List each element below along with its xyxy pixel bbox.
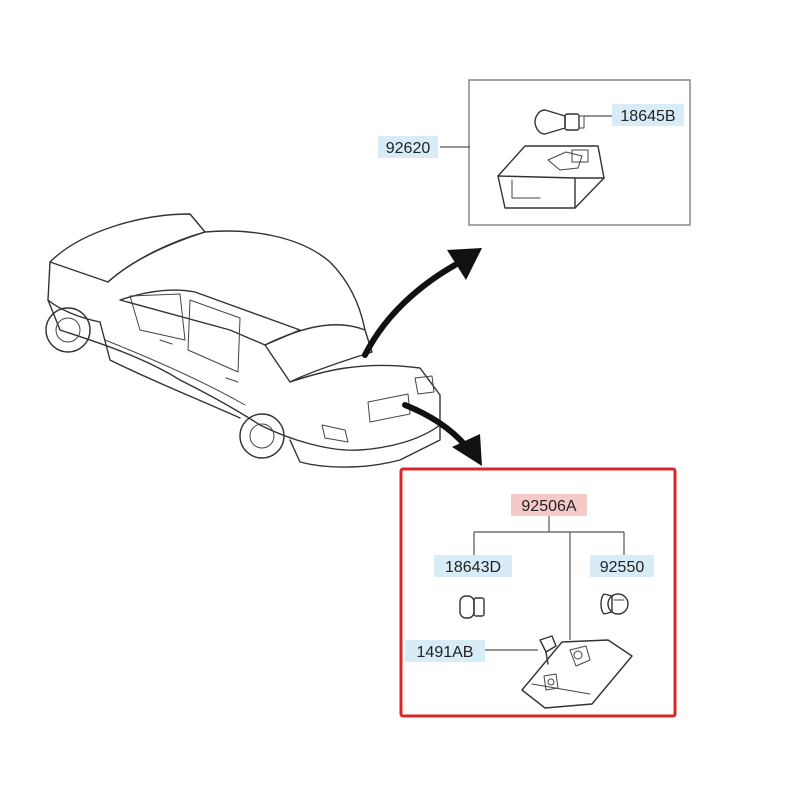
lower-lamp-housing bbox=[521, 639, 633, 709]
svg-text:92506A: 92506A bbox=[521, 498, 576, 515]
label-92550: 92550 bbox=[590, 555, 654, 577]
lower-arrow bbox=[402, 402, 482, 466]
label-1491AB: 1491AB bbox=[405, 640, 485, 662]
upper-arrow bbox=[362, 248, 482, 358]
label-92506A: 92506A bbox=[511, 494, 587, 516]
upper-bulb-part bbox=[534, 109, 585, 135]
label-92620: 92620 bbox=[378, 136, 438, 158]
svg-text:1491AB: 1491AB bbox=[417, 644, 474, 661]
svg-text:18643D: 18643D bbox=[445, 559, 501, 576]
label-18645B: 18645B bbox=[612, 104, 684, 126]
upper-lamp-housing bbox=[497, 145, 605, 209]
lower-screw-part bbox=[539, 635, 557, 665]
svg-text:92550: 92550 bbox=[600, 559, 645, 576]
svg-text:92620: 92620 bbox=[386, 140, 431, 157]
lower-socket-part bbox=[600, 593, 629, 615]
svg-text:18645B: 18645B bbox=[620, 108, 675, 125]
label-18643D: 18643D bbox=[434, 555, 512, 577]
car-illustration bbox=[45, 213, 441, 468]
lower-bulb-part bbox=[459, 595, 485, 619]
